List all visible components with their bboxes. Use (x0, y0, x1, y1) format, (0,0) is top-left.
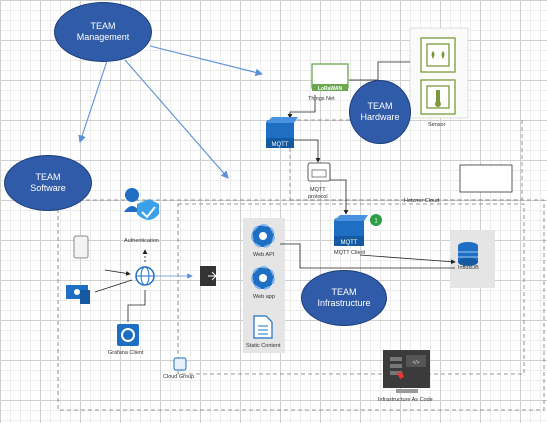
sensor-label: Sensor (428, 122, 446, 128)
team-software-line2: Software (30, 183, 66, 193)
team-infrastructure-line1: TEAM (331, 287, 357, 297)
mqtt-client-label: MQTT Client (334, 250, 366, 256)
mqtt-protocol-label-2: protocol (308, 194, 328, 200)
static-content-icon (253, 315, 273, 339)
globe-icon (135, 266, 155, 286)
status-badge-icon (370, 214, 382, 226)
team-management[interactable]: TEAM Management (54, 2, 152, 62)
chip-droplet-icon (420, 37, 456, 73)
cloud-group-label: Cloud Group (163, 374, 195, 380)
devices-icon (66, 285, 90, 304)
influxdb-icon (458, 242, 478, 266)
grafana-client-label: Grafana Client (108, 350, 144, 356)
team-infrastructure-line2: Infrastructure (317, 298, 371, 308)
influxdb-label: InfluxDB (458, 265, 479, 271)
hetzner-cloud-label: Hetzner Cloud (404, 198, 440, 204)
mqtt-broker-icon: MQTT (266, 117, 298, 148)
static-content-label: Static Content (246, 343, 281, 349)
mqtt-protocol-icon (307, 162, 331, 182)
lorawan-text: LoRaWAN (318, 86, 343, 92)
team-hardware-line2: Hardware (360, 112, 400, 122)
team-software[interactable]: TEAM Software (4, 155, 92, 211)
lorawan-gateway-icon (311, 63, 349, 91)
chip-thermometer-icon (420, 79, 456, 115)
arrow-management-infrastructure (124, 59, 229, 179)
team-hardware[interactable]: TEAM Hardware (349, 80, 411, 144)
web-app-label: Web app (253, 294, 275, 300)
web-api-label: Web API (253, 252, 275, 258)
hetzner-cloud-border (177, 203, 525, 375)
mqtt-client-icon (334, 215, 368, 246)
grafana-icon (117, 324, 139, 346)
arrow-management-software (78, 57, 109, 144)
badge-number: 1 (374, 219, 378, 225)
authentication-icon (124, 188, 159, 220)
web-api-icon (251, 224, 275, 248)
svg-text:MQTT: MQTT (272, 142, 289, 148)
web-app-icon (251, 266, 275, 290)
server-icon (200, 266, 217, 286)
infrastructure-as-code-icon (383, 350, 430, 393)
outer-group-border (57, 199, 545, 411)
mqtt-protocol-label-1: MQTT (310, 187, 326, 193)
team-infrastructure[interactable]: TEAM Infrastructure (301, 270, 387, 326)
team-hardware-line1: TEAM (367, 101, 393, 111)
authentication-label: Authentication (124, 238, 159, 244)
cloud-group-icon (173, 357, 187, 371)
team-management-line1: TEAM (90, 21, 116, 31)
things-network-label: Things Net (308, 96, 335, 102)
empty-box (459, 164, 513, 193)
team-management-line2: Management (76, 32, 130, 42)
team-software-line1: TEAM (35, 172, 61, 182)
infrastructure-as-code-label: Infrastructure As Code (378, 397, 433, 403)
phone-icon (73, 235, 89, 259)
mqtt-client-badge: MQTT (341, 240, 358, 246)
code-glyph: </> (412, 360, 419, 366)
arrow-management-hardware (149, 45, 264, 77)
